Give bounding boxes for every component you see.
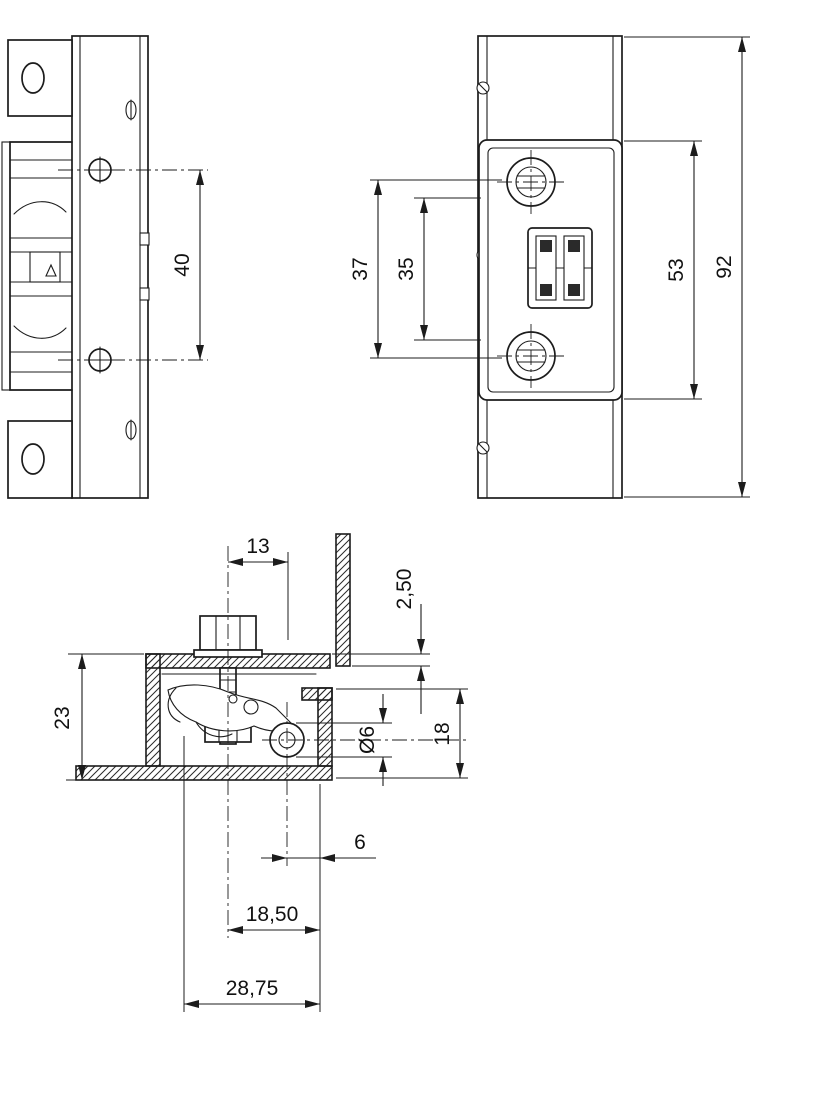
section-view: 13 2,50 23 Ø6 — [51, 533, 470, 1012]
dim-label-37: 37 — [349, 257, 372, 280]
lever-pin — [228, 694, 238, 704]
dimension-6: 6 — [261, 831, 376, 862]
terminal-tab — [568, 240, 580, 252]
dim-label-2-50: 2,50 — [393, 569, 416, 610]
panel-section — [335, 533, 351, 667]
dim-label-28-75: 28,75 — [226, 977, 279, 1000]
terminal-tab — [540, 240, 552, 252]
terminal-block — [527, 227, 593, 309]
dimension-23: 23 — [51, 653, 144, 781]
dim-label-6: 6 — [354, 831, 366, 854]
dim-label-18-50: 18,50 — [246, 903, 299, 926]
switch-block-inner — [487, 147, 615, 393]
latch-side-strip — [1, 141, 11, 391]
dim-label-13: 13 — [246, 535, 269, 558]
latch-lock-block — [29, 251, 61, 283]
dimension-18-50: 18,50 — [228, 903, 320, 934]
rail-notch-upper — [139, 232, 150, 246]
side-view: 40 — [1, 35, 208, 499]
base-plate — [75, 765, 333, 781]
lever-pivot — [243, 699, 259, 715]
rail-body — [71, 35, 149, 499]
terminal-tab — [540, 284, 552, 296]
terminal-tab — [568, 284, 580, 296]
dim-label-23: 23 — [51, 706, 74, 729]
front-view: 37 35 53 92 — [349, 35, 750, 499]
dim-label-dia6: Ø6 — [356, 726, 379, 754]
latch-spring — [195, 721, 233, 738]
dim-label-18: 18 — [431, 722, 454, 745]
dim-label-40: 40 — [171, 253, 194, 276]
latch-hook — [167, 687, 181, 723]
bracket-right-lip — [301, 687, 333, 701]
dimension-37: 37 — [349, 180, 382, 358]
rail-notch-lower — [139, 287, 150, 301]
dimension-35: 35 — [395, 198, 428, 340]
block-screw-bottom — [497, 324, 565, 388]
flange-slot-top — [21, 62, 45, 94]
dim-label-53: 53 — [665, 258, 688, 281]
dim-label-92: 92 — [713, 255, 736, 278]
dimension-53: 53 — [665, 141, 698, 399]
dimension-18: 18 — [336, 688, 468, 779]
dimension-13: 13 — [228, 535, 289, 640]
dimension-40: 40 — [171, 170, 204, 360]
dim-label-35: 35 — [395, 257, 418, 280]
bracket-left-leg — [145, 653, 161, 767]
block-screw-top — [497, 150, 565, 214]
latch-body-outline — [9, 141, 73, 391]
latch-spring-arc-bottom — [13, 325, 67, 339]
flange-slot-bottom — [21, 443, 45, 475]
latch-mechanism — [161, 673, 317, 758]
dimension-28-75: 28,75 — [183, 736, 320, 1012]
latch-spring-arc-top — [13, 201, 67, 215]
dimension-92: 92 — [713, 37, 746, 497]
latch-lock-mark — [45, 263, 57, 277]
dimension-diameter-6: Ø6 — [296, 694, 392, 786]
dimension-2-50: 2,50 — [332, 569, 430, 714]
